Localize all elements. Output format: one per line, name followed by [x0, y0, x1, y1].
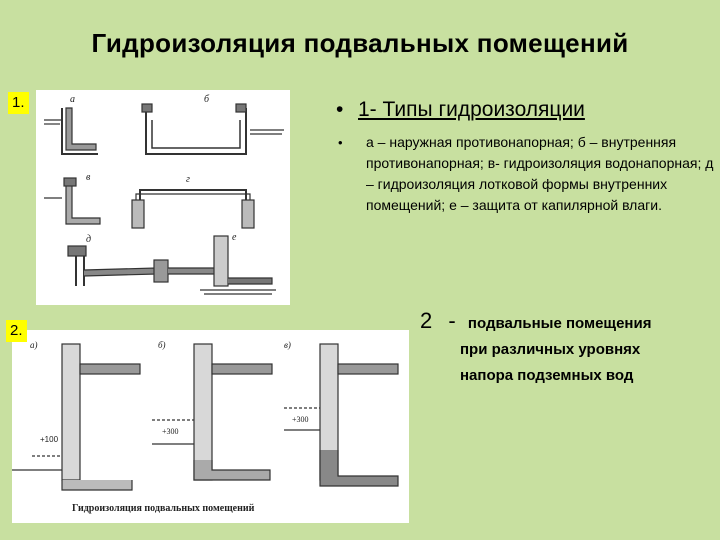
basement-pressure-figure: +100 а) б) в) +300 +300 Гидроизоляция по…	[12, 330, 409, 523]
types-description: • а – наружная противонапорная; б – внут…	[338, 132, 718, 216]
types-description-text: а – наружная противонапорная; б – внутре…	[366, 134, 714, 213]
figure2-label-a: а)	[30, 340, 38, 350]
types-heading: • 1- Типы гидроизоляции	[336, 98, 585, 122]
figure1-label-g: г	[186, 174, 190, 185]
waterproofing-types-drawing: а б в г д е	[44, 94, 284, 295]
item2-line1: подвальные помещения	[467, 315, 652, 332]
level-label-b: +300	[162, 427, 179, 436]
figure2-caption: Гидроизоляция подвальных помещений	[72, 503, 255, 514]
figure1-label-v: в	[86, 172, 91, 183]
bullet-symbol: •	[338, 135, 343, 150]
slide-title: Гидроизоляция подвальных помещений	[91, 28, 629, 58]
figure2-label-b: б)	[158, 340, 166, 350]
figure2-label-v: в)	[284, 340, 291, 350]
item2-number: 2	[420, 308, 433, 333]
waterproofing-types-figure: а б в г д е	[36, 90, 290, 305]
level-label-a: +100	[40, 435, 59, 444]
figure1-number-badge: 1.	[8, 92, 29, 114]
bullet-symbol: •	[336, 98, 344, 121]
item2-dash: -	[448, 308, 456, 333]
level-label-v: +300	[292, 415, 309, 424]
figure1-label-b: б	[204, 94, 210, 105]
figure1-label-e: е	[232, 232, 237, 243]
item2-line2: при различных уровнях	[460, 341, 641, 358]
figure1-label-a: а	[70, 94, 75, 105]
figure1-label-d: д	[86, 234, 91, 245]
item2-line3: напора подземных вод	[460, 367, 634, 384]
item2-text-block: 2 - подвальные помещения при различных у…	[420, 308, 718, 389]
figure2-number-badge: 2.	[6, 320, 27, 342]
types-heading-text: 1- Типы гидроизоляции	[358, 98, 585, 121]
basement-pressure-drawing: +100 а) б) в) +300 +300 Гидроизоляция по…	[12, 340, 399, 514]
